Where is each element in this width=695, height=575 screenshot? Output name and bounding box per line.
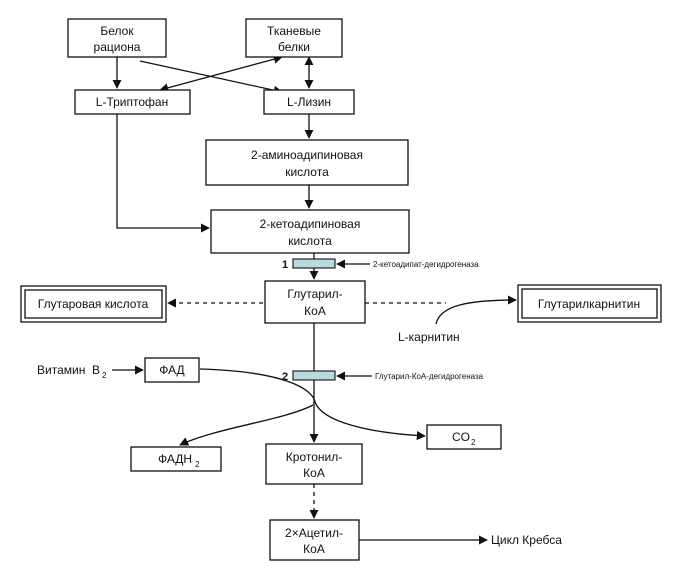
enzyme-2-name: Глутарил-КоА-дегидрогеназа	[375, 372, 484, 381]
edge-fad-to-co2	[199, 368, 426, 441]
node-krebs-cycle: Цикл Кребса	[491, 533, 562, 547]
node-label: кислота	[288, 234, 332, 248]
node-co2: CO 2	[426, 424, 502, 450]
node-label: Глутаровая кислота	[38, 297, 149, 311]
node-crotonyl-coa: Кротонил- КоА	[265, 443, 363, 485]
node-label: 2×Ацетил-	[285, 526, 343, 540]
node-aminoadipic-acid: 2-аминоадипиновая кислота	[205, 139, 409, 186]
node-label: 2-аминоадипиновая	[251, 148, 363, 162]
edges	[112, 54, 517, 545]
node-label: белки	[278, 40, 310, 54]
node-l-lizin: L-Лизин	[263, 89, 355, 115]
node-label: кислота	[285, 165, 329, 179]
node-glutaryl-coa: Глутарил- КоА	[264, 280, 366, 324]
edge-to-fadh2	[179, 404, 314, 446]
co2-label: CO	[452, 430, 470, 444]
vitamin-b2-label: Витамин B	[37, 363, 100, 377]
enzyme-1-name: 2-кетоадипат-дегидрогеназа	[373, 260, 479, 269]
node-belok-ratsiona: Белок рациона	[67, 18, 167, 58]
node-label: Белок	[100, 24, 134, 38]
node-glutarylcarnitine: Глутарилкарнитин	[517, 284, 662, 323]
node-vitamin-b2: Витамин B 2	[37, 363, 107, 380]
co2-subscript: 2	[471, 438, 476, 447]
enzyme-2-marker	[292, 370, 336, 381]
fadh2-subscript: 2	[195, 460, 200, 469]
node-label: Глутарилкарнитин	[538, 297, 640, 311]
node-label: Глутарил-	[287, 287, 342, 301]
node-label: ФАД	[159, 363, 184, 377]
node-l-triptofan: L-Триптофан	[74, 89, 191, 115]
enzyme-1-marker	[292, 258, 336, 269]
enzyme-2: 2 Глутарил-КоА-дегидрогеназа	[282, 370, 484, 383]
node-label: L-Лизин	[287, 95, 331, 109]
node-acetyl-coa: 2×Ацетил- КоА	[269, 519, 360, 561]
node-ketoadipic-acid: 2-кетоадипиновая кислота	[210, 209, 410, 254]
enzyme-1-number: 1	[282, 259, 288, 271]
vitamin-b2-subscript: 2	[102, 371, 107, 380]
node-label: L-Триптофан	[96, 95, 168, 109]
node-label: Тканевые	[267, 24, 321, 38]
node-tkanevye-belki: Тканевые белки	[245, 18, 343, 58]
node-label: рациона	[94, 40, 141, 54]
edge-triptofan-to-ketoadipic	[116, 114, 210, 233]
edge-triptofan-tkanevye	[159, 54, 283, 93]
node-fadh2: ФАДН 2	[130, 446, 222, 472]
fadh2-label: ФАДН	[158, 452, 192, 466]
node-fad: ФАД	[144, 357, 200, 383]
edge-carnitine-to-glutarylcarnitine	[435, 295, 517, 325]
node-label: КоА	[303, 466, 325, 480]
node-l-carnitine: L-карнитин	[398, 330, 460, 344]
node-label: 2-кетоадипиновая	[260, 217, 361, 231]
node-label: КоА	[304, 304, 326, 318]
node-label: Кротонил-	[286, 450, 342, 464]
enzyme-2-number: 2	[282, 371, 288, 383]
node-label: КоА	[303, 542, 325, 556]
enzyme-1: 1 2-кетоадипат-дегидрогеназа	[282, 258, 479, 271]
node-glutaric-acid: Глутаровая кислота	[20, 285, 167, 323]
